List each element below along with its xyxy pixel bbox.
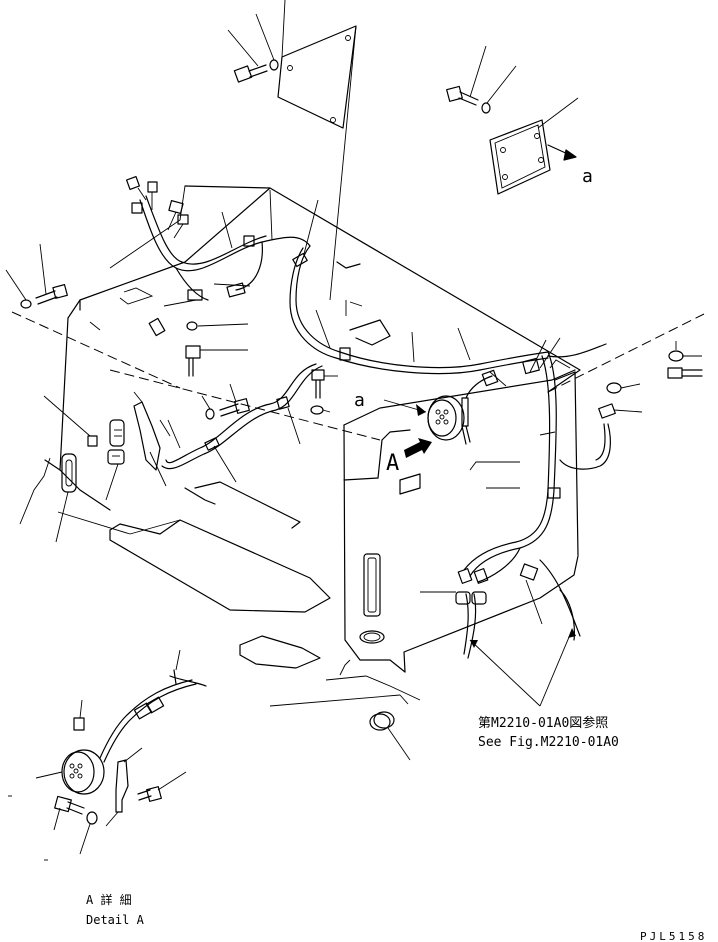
top-right-gasket-plate [489,97,579,195]
detail-a-drawing [8,649,207,861]
view-a-label-top: a [582,166,593,187]
center-gauge-assembly [383,369,507,458]
small-grommet-parts [148,317,249,377]
left-bolt-washer [5,243,68,309]
top-cover-plate [277,0,357,301]
view-big-a-label: A [386,451,399,476]
wiring-harness-left [161,351,549,483]
middle-bolt-clip [201,369,338,420]
detail-caption-jp: A 詳 細 [86,892,132,907]
reference-note-jp: 第M2210-01A0図参照 [478,715,608,731]
top-bolt [227,13,279,83]
right-grommet-terminal [547,313,705,470]
lower-right-terminals [420,579,576,707]
main-frame [11,185,581,707]
left-bracket-assembly [19,391,181,543]
top-right-bolt [446,45,517,114]
view-a-label-center: a [354,390,365,411]
detail-caption-en: Detail A [86,913,145,927]
drawing-code: PJL5158 [640,930,707,942]
wiring-harness-top [125,175,481,375]
bottom-cap [369,711,411,761]
reference-note-en: See Fig.M2210-01A0 [478,735,619,750]
right-harness [457,337,607,637]
